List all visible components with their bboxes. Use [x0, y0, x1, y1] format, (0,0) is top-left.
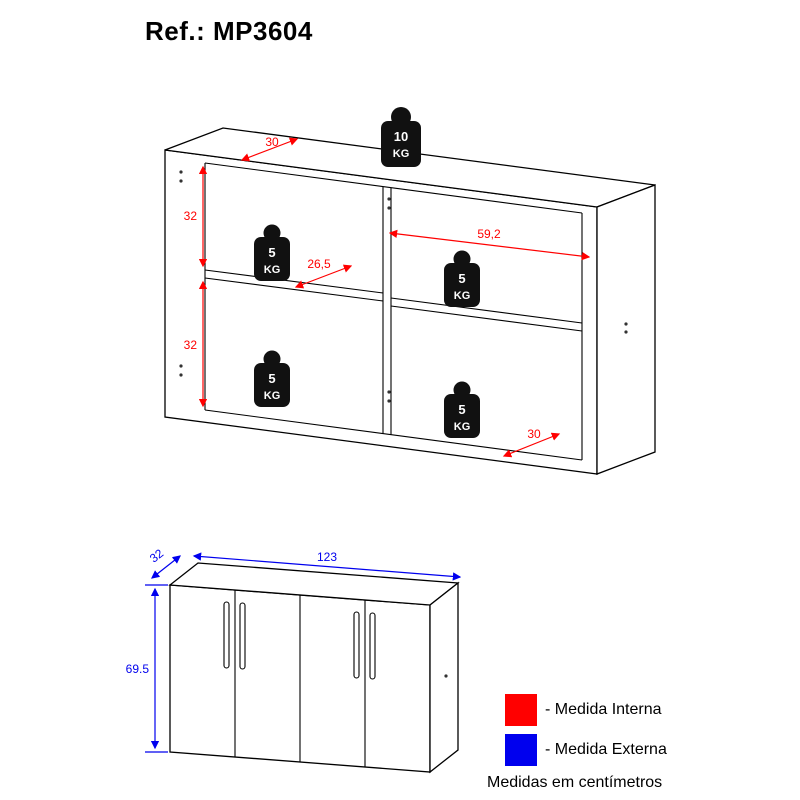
- svg-text:26,5: 26,5: [307, 257, 331, 271]
- door-handle: [223, 601, 230, 669]
- svg-text:123: 123: [317, 550, 337, 564]
- side-panel-hole: [444, 674, 448, 678]
- legend-external-row: - Medida Externa: [505, 734, 667, 766]
- dim-cabinet-depth: 32: [147, 546, 181, 579]
- door-handle: [369, 612, 376, 680]
- svg-text:5: 5: [458, 402, 465, 417]
- dim-shelf-depth: 26,5: [294, 257, 353, 289]
- svg-text:KG: KG: [454, 290, 471, 302]
- shelf-pin-holes: [179, 170, 628, 403]
- svg-text:69.5: 69.5: [126, 662, 150, 676]
- legend-external-label: - Medida Externa: [545, 741, 667, 758]
- dim-bottom-depth: 30: [502, 427, 561, 458]
- legend-internal-row: - Medida Interna: [505, 694, 667, 726]
- dim-cabinet-height: 69.5: [126, 584, 168, 753]
- svg-text:32: 32: [184, 338, 198, 352]
- legend-internal-label: - Medida Interna: [545, 701, 662, 718]
- product-reference-title: Ref.: MP3604: [145, 16, 313, 46]
- svg-text:32: 32: [184, 209, 198, 223]
- svg-text:10: 10: [394, 129, 408, 144]
- svg-text:30: 30: [527, 427, 541, 441]
- svg-text:59,2: 59,2: [477, 227, 501, 241]
- svg-text:5: 5: [268, 245, 275, 260]
- legend: - Medida Interna - Medida Externa Medida…: [487, 694, 667, 792]
- weight-icon-lower-left-5kg: 5 KG: [254, 350, 290, 407]
- dim-cabinet-width: 123: [192, 550, 462, 581]
- cabinet-door-seams: [234, 590, 366, 767]
- dim-lower-section-height: 32: [184, 280, 208, 408]
- cabinet-right-face: [429, 581, 459, 774]
- svg-text:30: 30: [265, 135, 279, 149]
- dim-right-section-width: 59,2: [388, 227, 591, 261]
- weight-icon-upper-left-5kg: 5 KG: [254, 224, 290, 281]
- weight-icon-top-10kg: 10 KG: [381, 107, 421, 167]
- svg-text:KG: KG: [264, 264, 281, 276]
- shelf-right-face: [596, 184, 656, 475]
- cabinet-door-handles: [223, 601, 376, 680]
- left-shelf: [204, 269, 384, 294]
- svg-text:KG: KG: [454, 421, 471, 433]
- svg-text:5: 5: [458, 271, 465, 286]
- svg-text:32: 32: [147, 546, 166, 565]
- svg-text:KG: KG: [393, 148, 410, 160]
- door-handle: [353, 611, 360, 679]
- dim-upper-section-height: 32: [184, 165, 208, 268]
- legend-internal-swatch: [505, 694, 537, 726]
- shelf-unit-top-view: 10 KG 5 KG 5 KG 5 KG: [164, 107, 656, 475]
- svg-text:5: 5: [268, 371, 275, 386]
- door-handle: [239, 602, 246, 670]
- weight-icon-lower-right-5kg: 5 KG: [444, 381, 480, 438]
- svg-text:KG: KG: [264, 390, 281, 402]
- legend-external-swatch: [505, 734, 537, 766]
- right-shelf: [390, 297, 583, 324]
- legend-units-note: Medidas em centímetros: [487, 774, 663, 791]
- cabinet-front-view: 32 123 69.5: [126, 546, 462, 774]
- dim-top-depth: 30: [240, 135, 299, 162]
